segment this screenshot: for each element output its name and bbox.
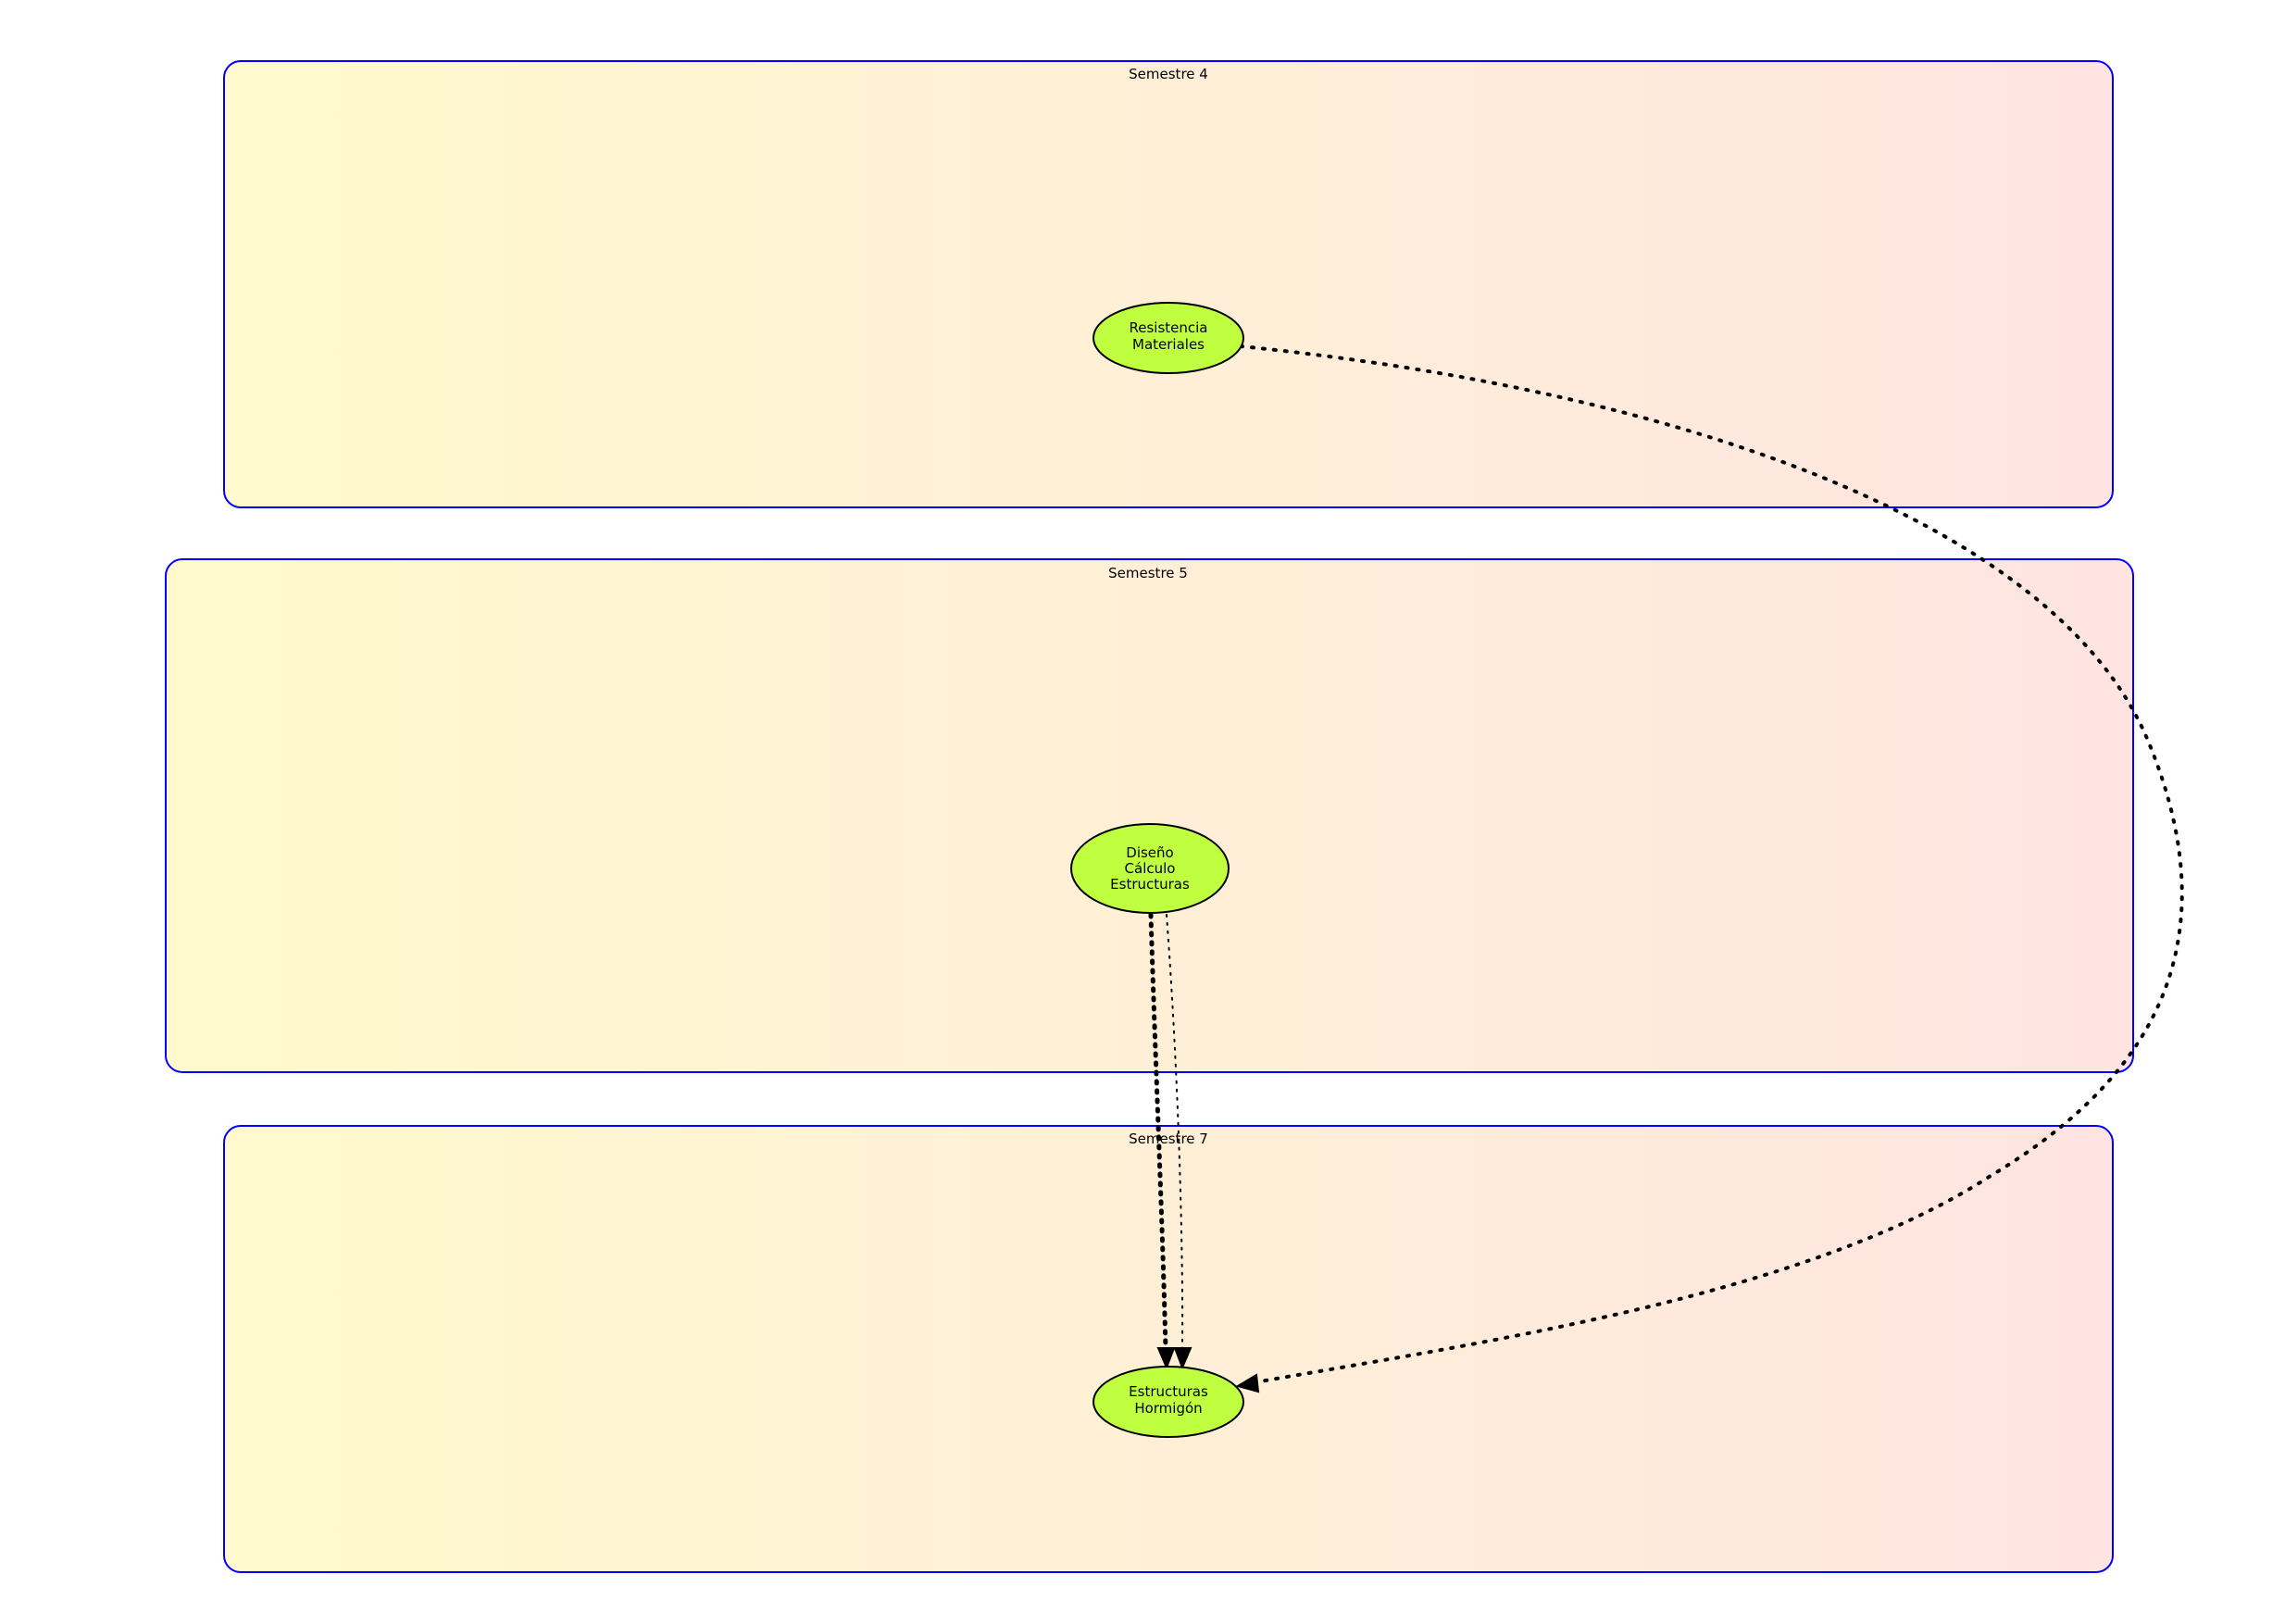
- node-diseno-calculo-estructuras[interactable]: Diseño Cálculo Estructuras: [1070, 823, 1230, 914]
- cluster-semestre-5-box: [165, 558, 2134, 1073]
- node-resistencia-materiales-ellipse[interactable]: [1093, 302, 1244, 374]
- node-estructuras-hormigon-ellipse[interactable]: [1093, 1366, 1244, 1438]
- node-diseno-calculo-estructuras-ellipse[interactable]: [1070, 823, 1230, 914]
- edges: [1148, 344, 2184, 1393]
- node-diseno-calculo-estructuras-line-2: Cálculo: [1125, 860, 1176, 877]
- edge-diseno-to-hormigon-bold: [1148, 912, 1168, 1353]
- arrowhead-diseno-to-hormigon-bold: [1156, 1347, 1176, 1370]
- node-diseno-calculo-estructuras-line-1: Diseño: [1126, 844, 1173, 861]
- cluster-semestre-5-label: Semestre 5: [1108, 565, 1188, 581]
- cluster-semestre-4-label: Semestre 4: [1129, 66, 1208, 82]
- node-estructuras-hormigon-line-2: Hormigón: [1134, 1400, 1202, 1417]
- node-estructuras-hormigon-line-1: Estructuras: [1129, 1383, 1208, 1400]
- node-diseno-calculo-estructuras-line-3: Estructuras: [1110, 876, 1190, 893]
- edge-diseno-to-hormigon-thin: [1166, 914, 1184, 1351]
- cluster-semestre-7-label: Semestre 7: [1129, 1131, 1208, 1147]
- arrowhead-resistencia-to-hormigon: [1235, 1373, 1260, 1393]
- edge-resistencia-to-hormigon: [1239, 344, 2184, 1385]
- arrowhead-diseno-to-hormigon-thin: [1173, 1347, 1192, 1370]
- node-estructuras-hormigon[interactable]: Estructuras Hormigón: [1093, 1366, 1244, 1438]
- cluster-semestre-5: Semestre 5: [165, 558, 2134, 1073]
- node-resistencia-materiales-line-1: Resistencia: [1130, 319, 1208, 336]
- cluster-semestre-4: Semestre 4: [223, 60, 2114, 508]
- cluster-semestre-4-box: [223, 60, 2114, 508]
- node-resistencia-materiales-line-2: Materiales: [1132, 336, 1205, 353]
- node-resistencia-materiales[interactable]: Resistencia Materiales: [1093, 302, 1244, 374]
